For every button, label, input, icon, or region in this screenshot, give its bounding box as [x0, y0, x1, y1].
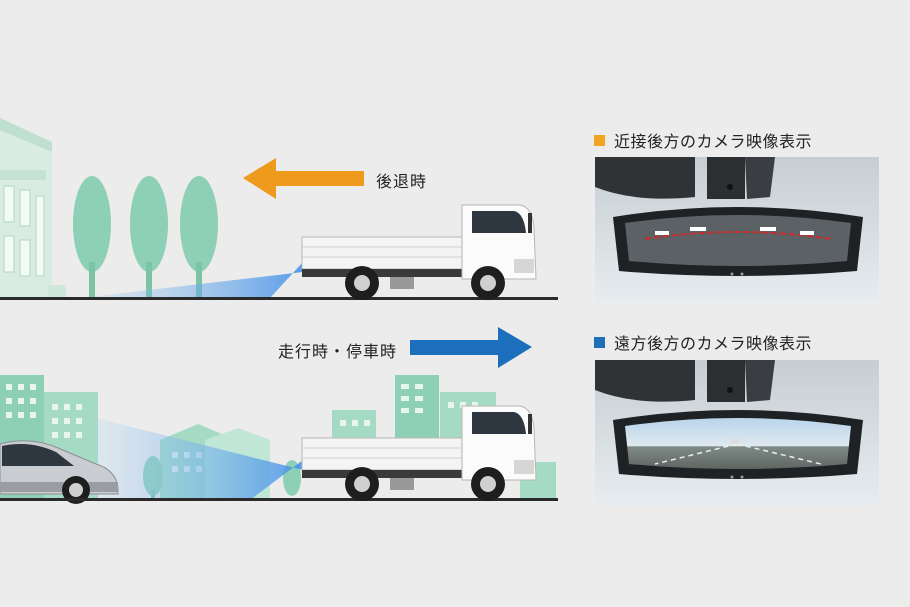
- tree-icon: [130, 176, 168, 298]
- near-camera-panel: [595, 157, 879, 303]
- truck-icon: [301, 405, 537, 501]
- rearview-mirror-icon: [595, 360, 879, 506]
- reverse-label: 後退時: [376, 172, 428, 191]
- bottom-scene: [0, 327, 558, 504]
- near-caption: 近接後方のカメラ映像表示: [594, 128, 812, 152]
- near-marker: [594, 134, 605, 146]
- driving-arrow: [410, 327, 532, 368]
- truck-icon: [301, 204, 537, 300]
- tree-icon: [73, 176, 111, 298]
- far-marker: [594, 336, 605, 348]
- rearview-mirror-icon: [595, 157, 879, 303]
- far-caption: 遠方後方のカメラ映像表示: [594, 330, 812, 354]
- car-icon: [0, 440, 119, 504]
- diagram-scene: [0, 118, 558, 504]
- top-scene: [0, 118, 558, 300]
- camera-beam: [80, 262, 303, 298]
- building-icon: [0, 118, 66, 298]
- camera-beam: [96, 418, 303, 500]
- reverse-arrow: [243, 158, 364, 199]
- driving-label: 走行時・停車時: [278, 342, 398, 361]
- near-caption-text: 近接後方のカメラ映像表示: [614, 132, 813, 151]
- ground-line: [0, 498, 558, 501]
- far-camera-panel: [595, 360, 879, 506]
- tree-icon: [180, 176, 218, 298]
- far-caption-text: 遠方後方のカメラ映像表示: [614, 334, 813, 353]
- ground-line: [0, 297, 558, 300]
